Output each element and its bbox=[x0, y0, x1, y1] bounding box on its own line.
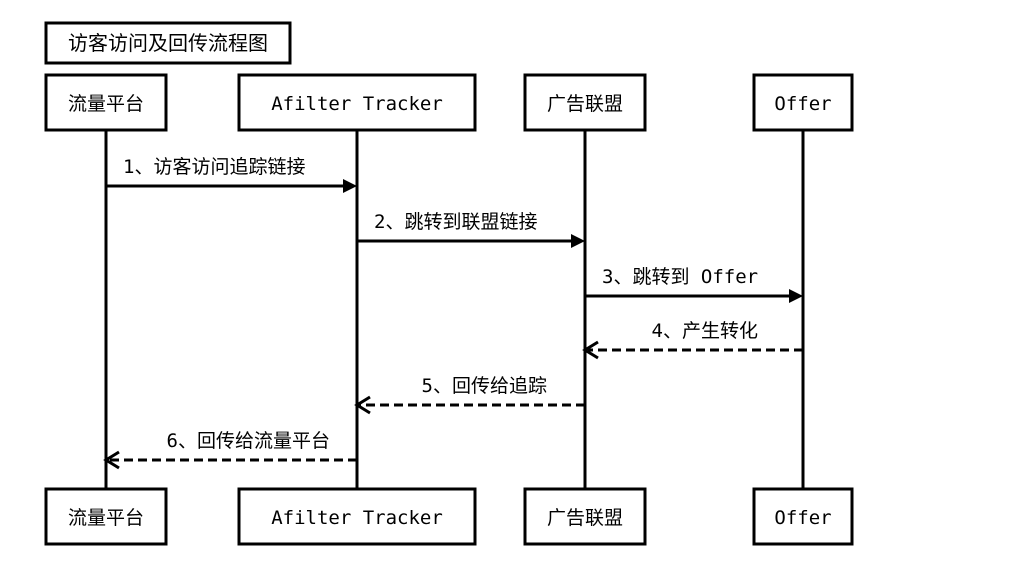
arrowhead-open-icon bbox=[103, 450, 120, 470]
arrowhead-filled-icon bbox=[571, 234, 585, 248]
participant-label: Offer bbox=[774, 507, 831, 529]
arrowhead-open-icon bbox=[354, 395, 371, 415]
message-label: 2、跳转到联盟链接 bbox=[374, 211, 537, 233]
participant-label: 广告联盟 bbox=[547, 93, 623, 115]
participant-bottom-traffic: 流量平台 bbox=[44, 487, 168, 546]
participant-label: 流量平台 bbox=[68, 507, 144, 529]
participant-label: Offer bbox=[774, 93, 831, 115]
message-label: 4、产生转化 bbox=[652, 320, 758, 342]
message-6: 6、回传给流量平台 bbox=[103, 430, 357, 470]
participant-label: 广告联盟 bbox=[547, 507, 623, 529]
participant-bottom-network: 广告联盟 bbox=[523, 487, 647, 546]
message-label: 6、回传给流量平台 bbox=[167, 430, 330, 452]
arrowhead-filled-icon bbox=[789, 289, 803, 303]
participant-bottom-tracker: Afilter Tracker bbox=[237, 487, 477, 546]
message-2: 2、跳转到联盟链接 bbox=[357, 211, 585, 248]
participant-label: 流量平台 bbox=[68, 93, 144, 115]
participant-label: Afilter Tracker bbox=[271, 93, 443, 115]
message-label: 1、访客访问追踪链接 bbox=[123, 156, 305, 178]
message-4: 4、产生转化 bbox=[582, 320, 803, 360]
participant-top-traffic: 流量平台 bbox=[44, 73, 168, 132]
message-label: 3、跳转到 Offer bbox=[602, 266, 758, 288]
message-3: 3、跳转到 Offer bbox=[585, 266, 803, 303]
arrowhead-open-icon bbox=[582, 340, 599, 360]
participant-label: Afilter Tracker bbox=[271, 507, 443, 529]
title-box: 访客访问及回传流程图 bbox=[44, 21, 292, 65]
participant-top-offer: Offer bbox=[752, 73, 854, 132]
participant-top-tracker: Afilter Tracker bbox=[237, 73, 477, 132]
message-5: 5、回传给追踪 bbox=[354, 375, 585, 415]
message-1: 1、访客访问追踪链接 bbox=[106, 156, 357, 193]
diagram-title: 访客访问及回传流程图 bbox=[68, 31, 268, 55]
participant-top-network: 广告联盟 bbox=[523, 73, 647, 132]
message-label: 5、回传给追踪 bbox=[422, 375, 547, 397]
arrowhead-filled-icon bbox=[343, 179, 357, 193]
participant-bottom-offer: Offer bbox=[752, 487, 854, 546]
